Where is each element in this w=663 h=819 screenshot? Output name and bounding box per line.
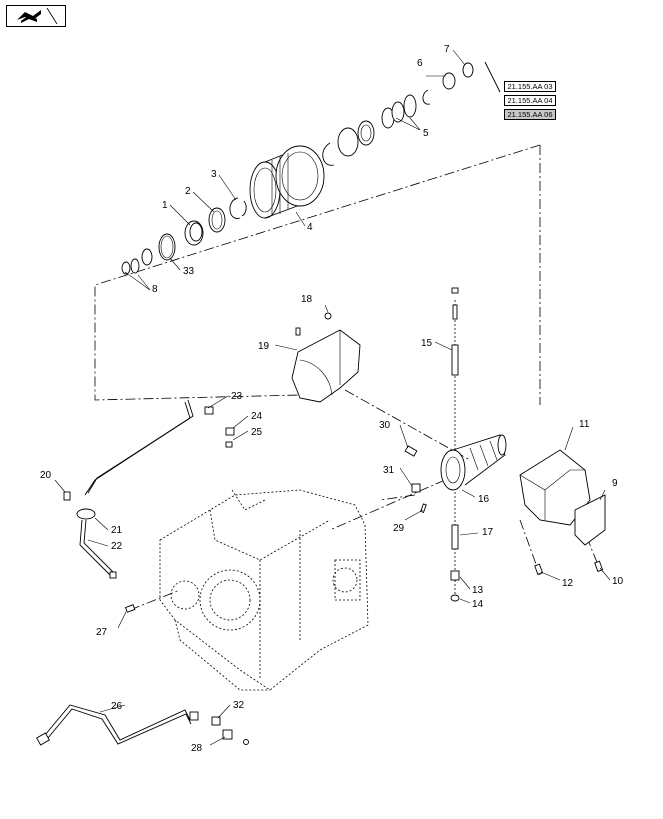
fitting-31 bbox=[411, 483, 421, 493]
callout-11[interactable]: 11 bbox=[579, 419, 590, 430]
snap-ring-3 bbox=[229, 197, 247, 219]
housing-11 bbox=[519, 449, 591, 526]
callout-32[interactable]: 32 bbox=[233, 700, 245, 711]
bolt-10 bbox=[594, 560, 604, 572]
pin-29 bbox=[420, 503, 427, 514]
callout-16[interactable]: 16 bbox=[478, 494, 490, 505]
callout-30[interactable]: 30 bbox=[379, 420, 391, 431]
bolt-18 bbox=[324, 312, 332, 320]
callout-17[interactable]: 17 bbox=[482, 527, 494, 538]
fittings-32-28 bbox=[211, 716, 249, 745]
snap-ring-6 bbox=[442, 72, 456, 90]
leader-lines bbox=[54, 49, 611, 746]
cover-19 bbox=[291, 327, 361, 403]
bolt-15 bbox=[451, 287, 459, 376]
callout-5[interactable]: 5 bbox=[423, 128, 429, 139]
callout-1[interactable]: 1 bbox=[162, 200, 168, 211]
callout-12[interactable]: 12 bbox=[562, 578, 574, 589]
callout-8[interactable]: 8 bbox=[152, 284, 158, 295]
snap-ring-7 bbox=[462, 62, 474, 78]
plug-30 bbox=[404, 445, 418, 457]
axis-line bbox=[379, 494, 416, 501]
axis-line bbox=[129, 589, 181, 611]
callout-10[interactable]: 10 bbox=[612, 576, 624, 587]
snap-ring-5a bbox=[322, 142, 335, 166]
pipe-26 bbox=[36, 704, 199, 746]
callout-21[interactable]: 21 bbox=[111, 525, 123, 536]
ref-link-2[interactable]: 21.155.AA 04 bbox=[504, 95, 556, 106]
ref-link-3[interactable]: 21.155.AA 06 bbox=[504, 109, 556, 120]
snap-ring-33 bbox=[158, 233, 176, 261]
axis-line bbox=[579, 519, 601, 571]
callout-15[interactable]: 15 bbox=[421, 338, 433, 349]
callout-18[interactable]: 18 bbox=[301, 294, 313, 305]
washers-5 bbox=[381, 94, 417, 129]
callout-9[interactable]: 9 bbox=[612, 478, 618, 489]
bolt-12 bbox=[534, 563, 544, 575]
pin-17 bbox=[451, 524, 459, 550]
pipe-assembly bbox=[63, 399, 194, 579]
callout-6[interactable]: 6 bbox=[417, 58, 423, 69]
axis-line bbox=[329, 479, 446, 531]
synchro-ring bbox=[337, 127, 359, 157]
callout-23[interactable]: 23 bbox=[231, 391, 243, 402]
nut-13 bbox=[450, 570, 460, 581]
callout-20[interactable]: 20 bbox=[40, 470, 52, 481]
callout-7[interactable]: 7 bbox=[444, 44, 450, 55]
axis-line bbox=[344, 389, 471, 461]
snap-ring-misc bbox=[422, 89, 431, 105]
callout-3[interactable]: 3 bbox=[211, 169, 217, 180]
callout-28[interactable]: 28 bbox=[191, 743, 203, 754]
bracket-9 bbox=[574, 494, 606, 546]
callout-19[interactable]: 19 bbox=[258, 341, 270, 352]
fittings-24-25 bbox=[204, 406, 235, 448]
callout-13[interactable]: 13 bbox=[472, 585, 484, 596]
gear-drum-4 bbox=[249, 145, 325, 219]
callout-29[interactable]: 29 bbox=[393, 523, 405, 534]
axis-line bbox=[519, 519, 541, 576]
bearing-1 bbox=[184, 220, 204, 246]
transmission-case bbox=[159, 489, 369, 691]
snap-ring-8 bbox=[121, 248, 153, 275]
ring-2 bbox=[208, 207, 226, 233]
callout-24[interactable]: 24 bbox=[251, 411, 263, 422]
gear-small bbox=[357, 120, 375, 146]
ref-link-1[interactable]: 21.155.AA 03 bbox=[504, 81, 556, 92]
callout-22[interactable]: 22 bbox=[111, 541, 123, 552]
shaft-16 bbox=[440, 434, 507, 491]
callout-26[interactable]: 26 bbox=[111, 701, 123, 712]
book-arrow-icon bbox=[17, 7, 58, 25]
nav-book-button[interactable] bbox=[6, 5, 66, 27]
shaft-end-line bbox=[484, 61, 501, 93]
callout-14[interactable]: 14 bbox=[472, 599, 484, 610]
callout-31[interactable]: 31 bbox=[383, 465, 395, 476]
callout-4[interactable]: 4 bbox=[307, 222, 313, 233]
callout-25[interactable]: 25 bbox=[251, 427, 263, 438]
callout-33[interactable]: 33 bbox=[183, 266, 195, 277]
washer-14 bbox=[450, 594, 460, 602]
callout-2[interactable]: 2 bbox=[185, 186, 191, 197]
bolt-27 bbox=[124, 604, 136, 613]
callout-27[interactable]: 27 bbox=[96, 627, 108, 638]
assembly-boundary-line bbox=[94, 144, 541, 401]
